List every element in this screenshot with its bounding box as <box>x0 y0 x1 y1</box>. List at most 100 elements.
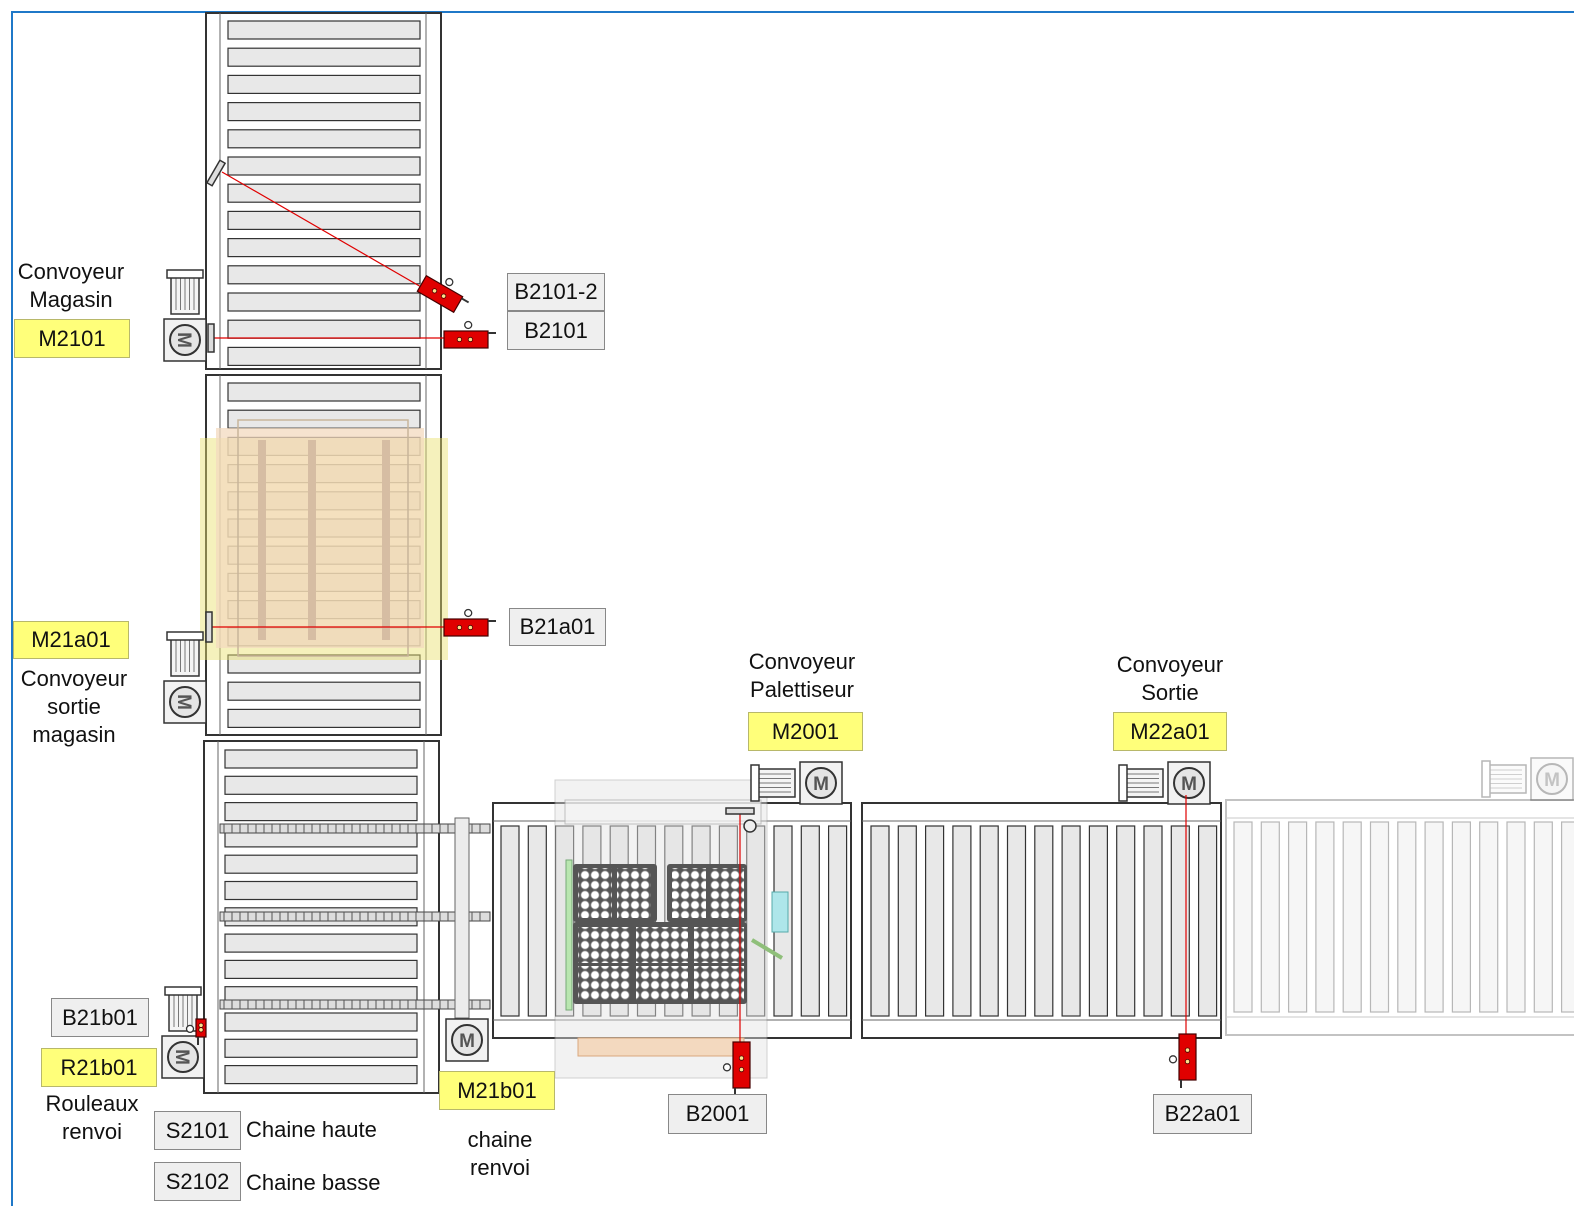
label-line: Palettiseur <box>750 677 854 702</box>
roller <box>227 319 421 339</box>
roller <box>227 101 421 122</box>
motor-label-m21a01[interactable]: M21a01 <box>13 621 129 659</box>
label-line: Sortie <box>1141 680 1199 705</box>
sensor-b21a01[interactable] <box>443 608 496 637</box>
beam-b2101-2 <box>221 171 436 296</box>
sensor-label-b2001[interactable]: B2001 <box>668 1094 767 1134</box>
slat <box>1342 821 1362 1013</box>
roller <box>227 409 421 429</box>
roller <box>227 20 421 40</box>
slat <box>1506 821 1526 1013</box>
canvas-frame <box>11 11 1574 1206</box>
sensor-b2101-2[interactable] <box>416 267 474 316</box>
switch-label-s2101[interactable]: S2101 <box>154 1111 241 1150</box>
motor-m21a01[interactable]: M <box>163 631 207 724</box>
roller <box>227 292 421 312</box>
slat <box>870 825 890 1017</box>
slat <box>1006 825 1027 1017</box>
sensor-b2001[interactable] <box>722 1041 751 1096</box>
slat <box>1260 821 1280 1013</box>
slat <box>1560 821 1574 1013</box>
motor-ghost[interactable]: M <box>1481 757 1574 801</box>
label-chaine-renvoi: chaine renvoi <box>440 1126 560 1182</box>
sensor-label-b2101-2[interactable]: B2101-2 <box>507 273 605 311</box>
slat <box>897 825 917 1017</box>
slat <box>1116 825 1136 1017</box>
roller <box>224 749 418 769</box>
label-chaine-basse: Chaine basse <box>246 1170 381 1195</box>
roller <box>224 880 418 901</box>
sensor-label-b21b01[interactable]: B21b01 <box>51 998 149 1037</box>
roller <box>224 801 418 822</box>
motor-label-m21b01[interactable]: M21b01 <box>439 1071 555 1110</box>
roller <box>227 183 421 203</box>
slat <box>1233 821 1253 1013</box>
slat <box>952 825 972 1017</box>
slat <box>1424 821 1444 1013</box>
sensor-b21b01[interactable] <box>185 1018 207 1045</box>
sensor-b22a01[interactable] <box>1168 1033 1197 1088</box>
slat <box>1143 825 1163 1017</box>
motor-glyph: M <box>813 774 829 795</box>
roller <box>227 681 421 701</box>
slat <box>979 825 999 1017</box>
conveyor-magasin[interactable] <box>205 12 442 370</box>
slat <box>1315 821 1335 1013</box>
roller <box>224 775 418 795</box>
slat <box>1061 825 1081 1017</box>
roller <box>227 346 421 366</box>
photocell-beams <box>210 171 1187 1055</box>
roller <box>227 74 421 95</box>
motor-m21b01[interactable]: M <box>445 1018 489 1062</box>
motor-m2101[interactable]: M <box>163 269 207 362</box>
conveyor-sortie[interactable] <box>861 802 1222 1039</box>
reflectors <box>205 159 757 833</box>
motor-label-m2001[interactable]: M2001 <box>748 712 863 751</box>
label-line: Convoyeur <box>748 649 856 674</box>
slat <box>500 825 520 1017</box>
roller <box>227 382 421 402</box>
label-line: Convoyeur <box>17 259 125 284</box>
roller <box>224 1064 418 1085</box>
slat <box>527 825 547 1017</box>
roller <box>224 959 418 980</box>
label-line: renvoi <box>62 1119 122 1144</box>
motor-m2001[interactable]: M <box>750 761 843 805</box>
roller <box>227 47 421 67</box>
roller <box>224 854 418 874</box>
label-line: Convoyeur <box>20 666 128 691</box>
label-convoyeur-palettiseur: Convoyeur Palettiseur <box>730 648 874 704</box>
slat <box>1369 821 1390 1013</box>
sensor-label-b2101[interactable]: B2101 <box>507 311 605 350</box>
sensor-label-b22a01[interactable]: B22a01 <box>1153 1094 1252 1134</box>
slat <box>1287 821 1308 1013</box>
label-line: sortie <box>47 694 101 719</box>
motor-glyph: M <box>173 332 194 348</box>
conveyor-ghost <box>1225 799 1574 1036</box>
motor-label-r21b01[interactable]: R21b01 <box>41 1048 157 1087</box>
motor-m22a01[interactable]: M <box>1118 761 1211 805</box>
label-line: magasin <box>32 722 116 747</box>
slat <box>1170 825 1190 1017</box>
sensor-b2101[interactable] <box>443 320 496 349</box>
motor-label-m2101[interactable]: M2101 <box>14 319 130 358</box>
roller <box>227 156 421 176</box>
motor-glyph: M <box>1181 774 1197 795</box>
label-rouleaux-renvoi: Rouleaux renvoi <box>28 1090 156 1146</box>
label-line: Rouleaux <box>45 1091 139 1116</box>
motor-label-m22a01[interactable]: M22a01 <box>1113 712 1227 751</box>
roller <box>224 1038 418 1058</box>
switch-label-s2102[interactable]: S2102 <box>154 1162 241 1201</box>
slat <box>924 825 945 1017</box>
label-line: Magasin <box>29 287 113 312</box>
motor-glyph: M <box>1544 770 1560 791</box>
slat <box>1088 825 1109 1017</box>
slat <box>1533 821 1553 1013</box>
roller <box>227 265 421 285</box>
label-convoyeur-magasin: Convoyeur Magasin <box>8 258 134 314</box>
slat <box>1034 825 1054 1017</box>
roller <box>224 933 418 953</box>
sensor-label-b21a01[interactable]: B21a01 <box>509 608 606 646</box>
slat <box>1197 825 1218 1017</box>
label-convoyeur-sortie: Convoyeur Sortie <box>1098 651 1242 707</box>
